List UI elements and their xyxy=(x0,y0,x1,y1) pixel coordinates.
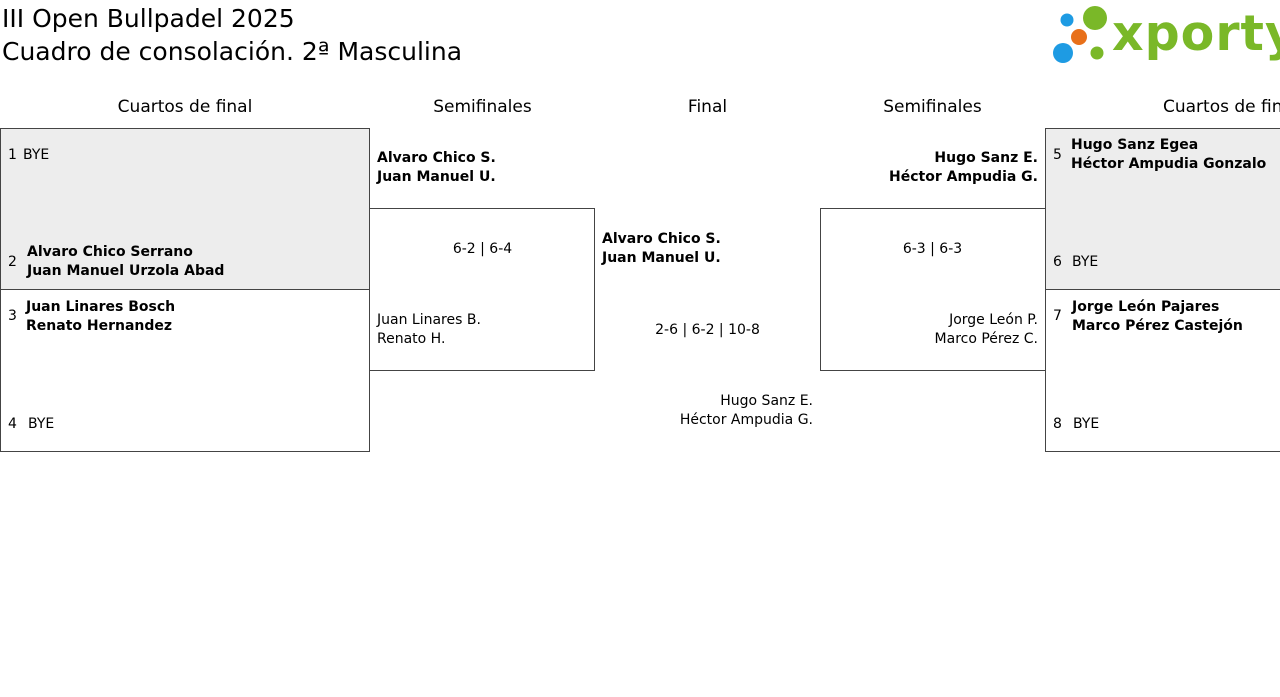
logo-wordmark: xporty xyxy=(1112,5,1280,62)
xporty-logo-icon xyxy=(1053,6,1107,63)
match-score: 2-6 | 6-2 | 10-8 xyxy=(655,322,760,338)
team-player-name: Juan Manuel Urzola Abad xyxy=(27,263,225,279)
seed-number: 3 xyxy=(8,308,17,324)
team-player-name: Renato Hernandez xyxy=(26,318,173,334)
match-box-left-semi xyxy=(369,208,595,371)
team-player-name: Héctor Ampudia Gonzalo xyxy=(1071,156,1267,172)
round-header-left-semi: Semifinales xyxy=(433,97,532,117)
team-player-name: Juan Manuel U. xyxy=(377,169,496,185)
team-player-name: Héctor Ampudia G. xyxy=(889,169,1038,185)
seed-number: 8 xyxy=(1053,416,1062,432)
match-score: 6-3 | 6-3 xyxy=(902,241,963,257)
team-player-name: Hugo Sanz Egea xyxy=(1071,137,1199,153)
team-name: BYE xyxy=(1072,254,1099,270)
team-name: BYE xyxy=(28,416,55,432)
team-player-name: Renato H. xyxy=(377,331,446,347)
team-player-name: Marco Pérez Castejón xyxy=(1072,318,1243,334)
seed-number: 4 xyxy=(8,416,17,432)
team-player-name: Hugo Sanz E. xyxy=(934,150,1038,166)
team-player-name: Juan Manuel U. xyxy=(602,250,721,266)
team-player-name: Jorge León Pajares xyxy=(1072,299,1220,315)
round-header-left-quarter: Cuartos de final xyxy=(117,97,253,117)
team-player-name: Alvaro Chico S. xyxy=(377,150,496,166)
team-name: BYE xyxy=(1073,416,1100,432)
team-player-name: Alvaro Chico S. xyxy=(602,231,721,247)
match-box-q4 xyxy=(1045,289,1280,452)
team-player-name: Marco Pérez C. xyxy=(934,331,1038,347)
seed-number: 1 xyxy=(8,147,17,163)
seed-number: 5 xyxy=(1053,147,1062,163)
page-subtitle: Cuadro de consolación. 2ª Masculina xyxy=(2,37,463,66)
team-player-name: Juan Linares Bosch xyxy=(26,299,176,315)
team-player-name: Jorge León P. xyxy=(949,312,1038,328)
round-header-right-semi: Semifinales xyxy=(883,97,982,117)
team-player-name: Héctor Ampudia G. xyxy=(679,412,813,428)
page-title: III Open Bullpadel 2025 xyxy=(2,4,295,33)
seed-number: 7 xyxy=(1053,308,1062,324)
team-player-name: Juan Linares B. xyxy=(377,312,481,328)
team-player-name: Hugo Sanz E. xyxy=(720,393,813,409)
xporty-logo[interactable]: xporty xyxy=(1050,4,1280,68)
team-player-name: Alvaro Chico Serrano xyxy=(27,244,193,260)
team-name: BYE xyxy=(23,147,50,163)
seed-number: 6 xyxy=(1053,254,1062,270)
match-score: 6-2 | 6-4 xyxy=(452,241,513,257)
round-header-final: Final xyxy=(687,97,728,117)
match-box-q1 xyxy=(0,128,370,290)
round-header-right-quarter: Cuartos de fin xyxy=(1163,97,1280,117)
seed-number: 2 xyxy=(8,254,17,270)
